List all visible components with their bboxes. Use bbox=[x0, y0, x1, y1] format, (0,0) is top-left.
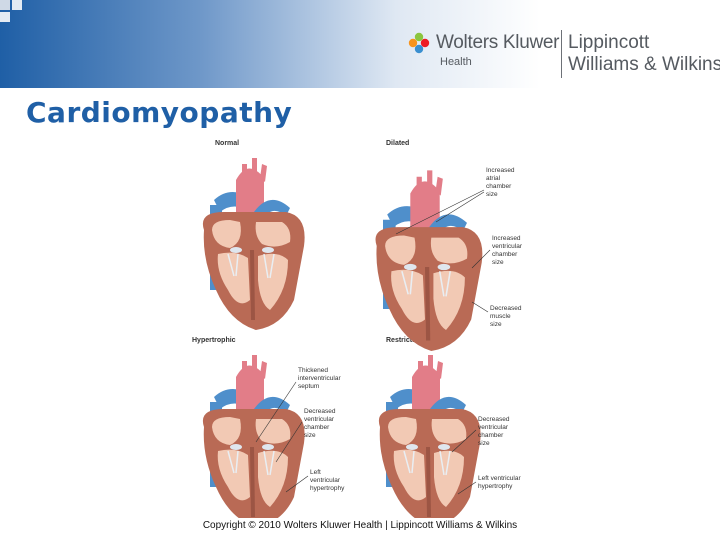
decor-square bbox=[0, 12, 10, 22]
logo-company-name: Wolters Kluwer bbox=[436, 32, 560, 53]
panel-label-restrictive: Restrictive bbox=[386, 337, 422, 344]
logo-division: Health bbox=[440, 56, 472, 68]
decor-square bbox=[12, 0, 22, 10]
dilated-heart-illustration bbox=[376, 170, 483, 351]
panel-label-normal: Normal bbox=[215, 140, 239, 147]
wolters-kluwer-logo-icon bbox=[408, 32, 430, 54]
logo-imprint-line1: Lippincott bbox=[568, 32, 650, 53]
publisher-logo: Wolters Kluwer Health Lippincott William… bbox=[408, 30, 720, 82]
cardiomyopathy-figure: Normal Dilated Hypertrophic Restrictive … bbox=[192, 140, 523, 518]
header-gradient-band bbox=[0, 0, 720, 88]
hypertrophic-heart-illustration bbox=[200, 353, 307, 518]
logo-divider bbox=[561, 30, 562, 78]
panel-label-hypertrophic: Hypertrophic bbox=[192, 337, 236, 344]
panel-label-dilated: Dilated bbox=[386, 140, 409, 147]
normal-heart-illustration bbox=[200, 156, 307, 332]
decor-square bbox=[0, 0, 10, 10]
slide-title: Cardiomyopathy bbox=[26, 96, 293, 129]
copyright-notice: Copyright © 2010 Wolters Kluwer Health |… bbox=[202, 520, 518, 531]
logo-imprint-line2: Williams & Wilkins bbox=[568, 54, 720, 75]
restrictive-heart-illustration bbox=[376, 353, 483, 518]
